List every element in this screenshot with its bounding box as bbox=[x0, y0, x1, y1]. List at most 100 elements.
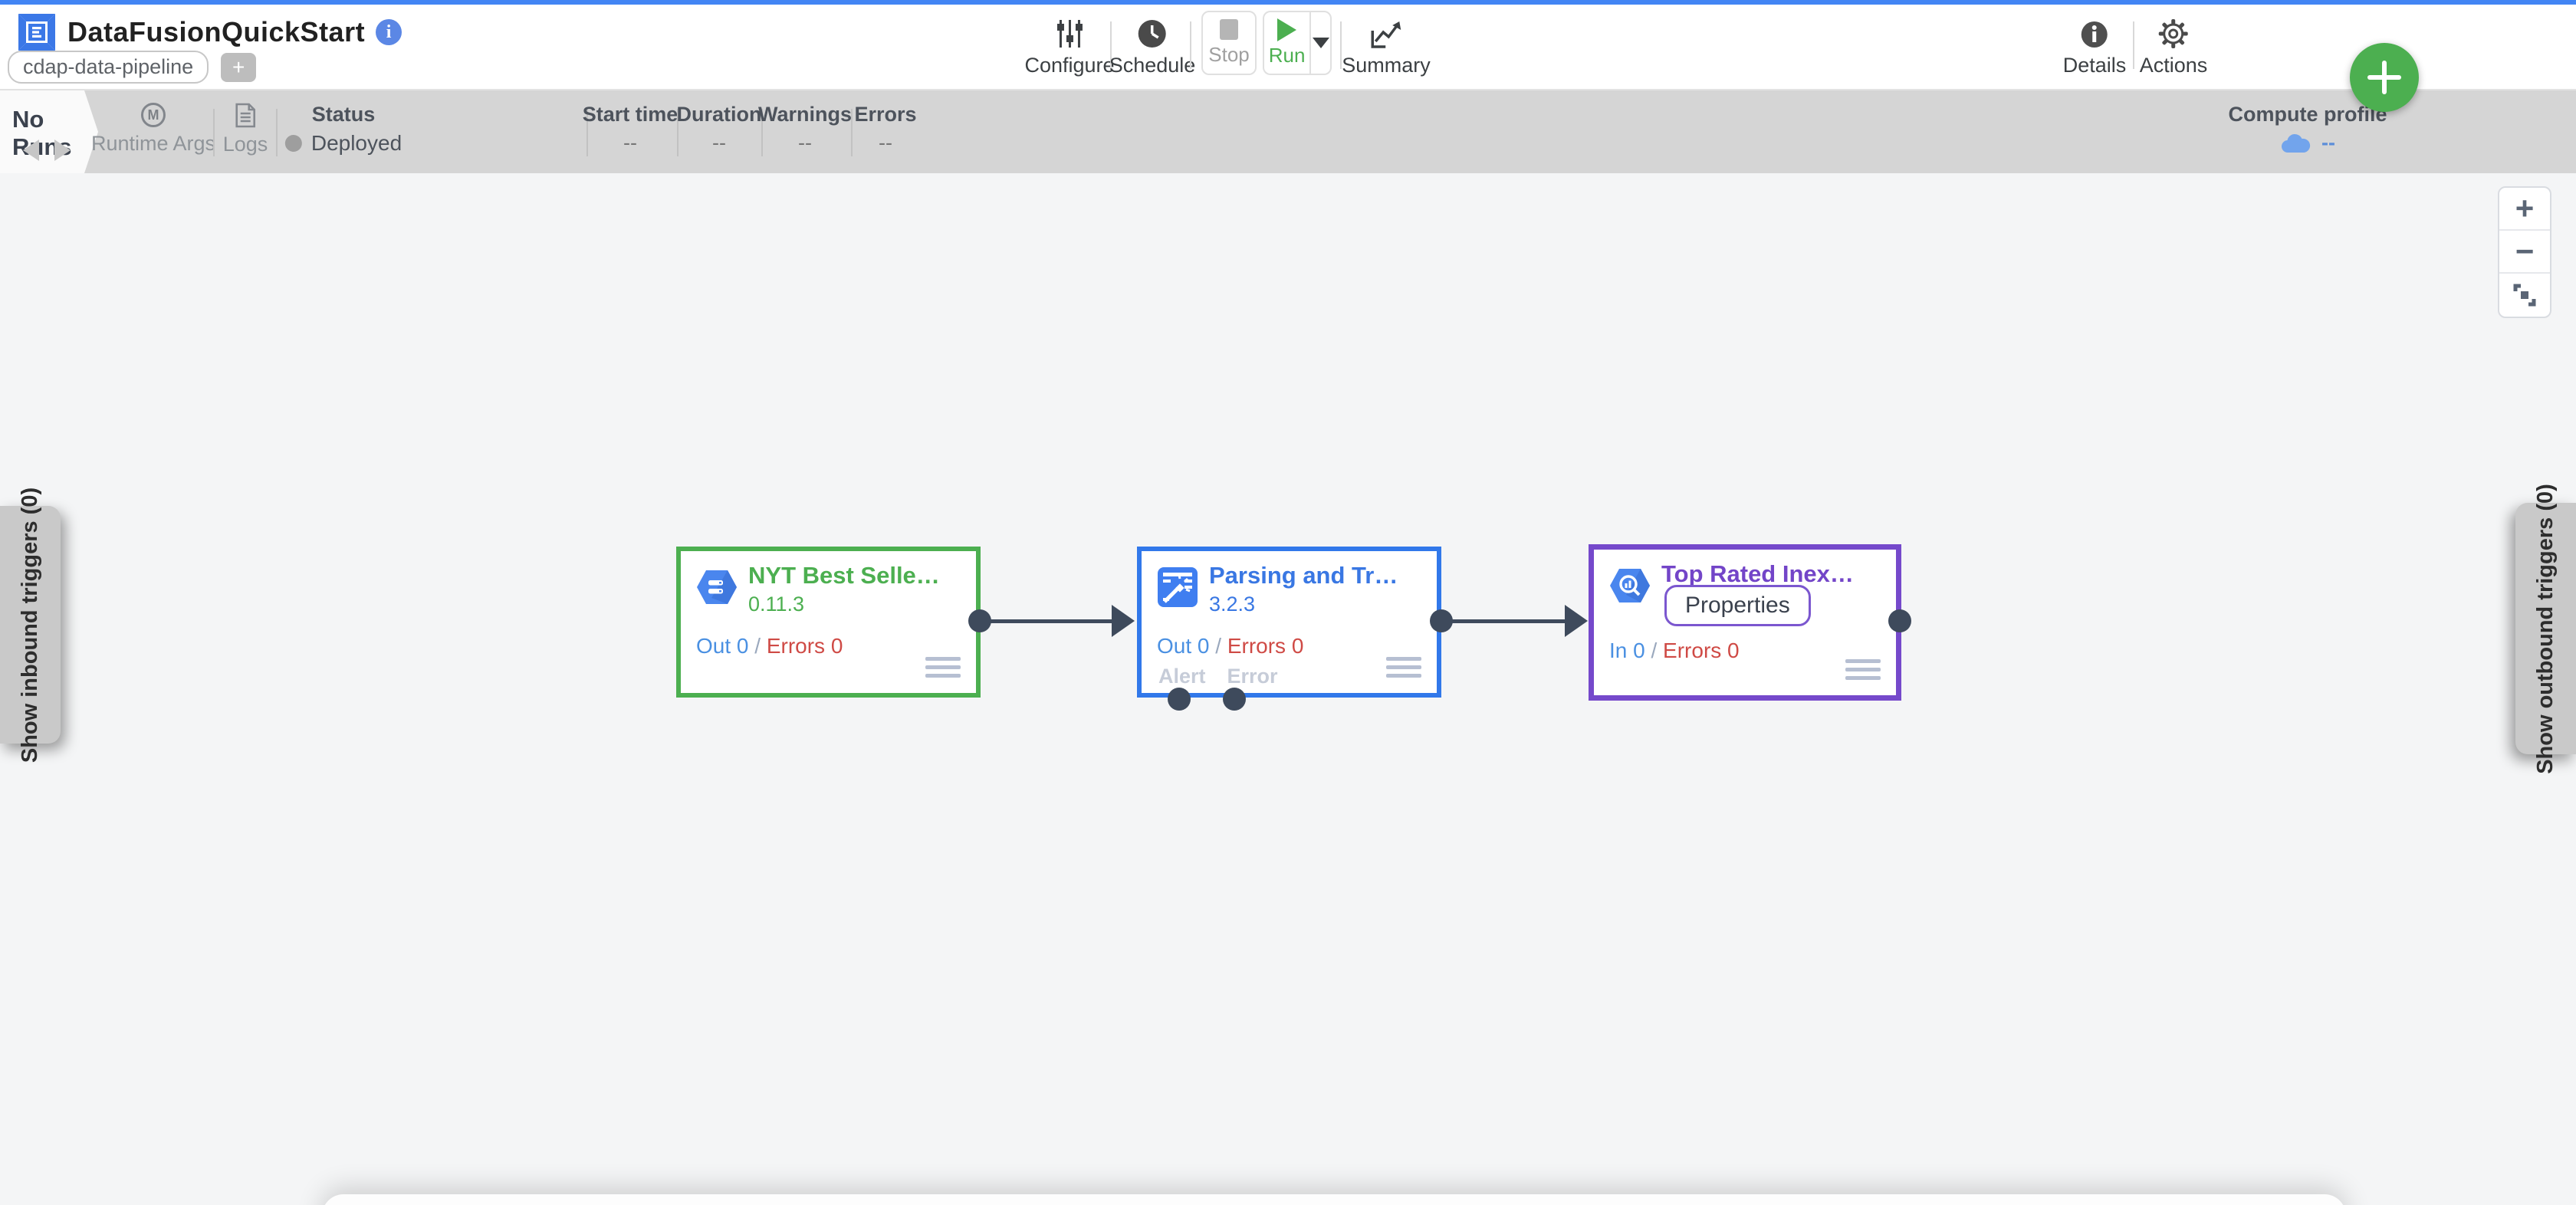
top-accent-strip bbox=[0, 0, 2576, 5]
warnings-label: Warnings bbox=[757, 103, 853, 126]
wrangler-icon bbox=[1158, 567, 1198, 607]
runsbar-divider bbox=[586, 109, 588, 156]
document-icon bbox=[235, 103, 256, 128]
pipeline-canvas[interactable]: + − Show inbound triggers (0) Show outbo… bbox=[0, 173, 2576, 1205]
clock-icon bbox=[1137, 17, 1168, 49]
stop-button[interactable]: Stop bbox=[1201, 11, 1257, 75]
schedule-button[interactable]: Schedule bbox=[1109, 17, 1196, 77]
pipeline-studio-logo-icon bbox=[18, 14, 55, 51]
logs-button[interactable]: Logs bbox=[223, 103, 268, 156]
info-filled-icon bbox=[2080, 17, 2109, 49]
compute-profile-block[interactable]: Compute profile -- bbox=[2229, 103, 2387, 155]
node-metrics[interactable]: Out 0 / Errors 0 bbox=[1157, 634, 1304, 658]
bigquery-hexagon-icon bbox=[1610, 569, 1650, 602]
compute-profile-label: Compute profile bbox=[2228, 103, 2387, 126]
outbound-triggers-tab[interactable]: Show outbound triggers (0) bbox=[2515, 484, 2576, 773]
status-label: Status bbox=[311, 103, 376, 126]
summary-label: Summary bbox=[1342, 54, 1431, 77]
warnings-block: Warnings -- bbox=[758, 103, 852, 155]
node-source-output-port[interactable] bbox=[968, 609, 991, 632]
node-sink-output-port[interactable] bbox=[1888, 609, 1911, 632]
node-port-labels: Alert Error bbox=[1158, 665, 1278, 688]
stop-icon bbox=[1220, 19, 1238, 40]
toolbar-divider bbox=[1340, 21, 1342, 69]
run-button[interactable]: Run bbox=[1264, 12, 1309, 74]
actions-button[interactable]: Actions bbox=[2139, 17, 2208, 77]
run-button-group: Run bbox=[1263, 11, 1332, 75]
node-source[interactable]: NYT Best Selle… 0.11.3 Out 0 / Errors 0 bbox=[676, 547, 981, 698]
inbound-triggers-tab[interactable]: Show inbound triggers (0) bbox=[0, 487, 61, 763]
start-time-value: -- bbox=[623, 131, 637, 154]
summary-button[interactable]: Summary bbox=[1342, 17, 1431, 77]
runsbar-divider bbox=[677, 109, 678, 156]
add-entity-fab-button[interactable] bbox=[2350, 43, 2419, 112]
errors-value: -- bbox=[879, 131, 892, 154]
previous-run-arrow-icon[interactable] bbox=[23, 140, 39, 161]
alert-port-label: Alert bbox=[1158, 665, 1206, 688]
node-menu-icon[interactable] bbox=[925, 657, 961, 678]
node-errors-count[interactable]: Errors 0 bbox=[766, 634, 843, 658]
add-tag-button[interactable]: + bbox=[221, 52, 257, 82]
runsbar-divider bbox=[276, 109, 278, 156]
node-title: Top Rated Inex… bbox=[1661, 560, 1854, 587]
zoom-in-button[interactable]: + bbox=[2499, 188, 2550, 231]
toolbar-divider bbox=[1110, 21, 1112, 69]
node-errors-count[interactable]: Errors 0 bbox=[1663, 639, 1740, 662]
canvas-zoom-controls: + − bbox=[2498, 186, 2551, 318]
details-button[interactable]: Details bbox=[2062, 17, 2127, 77]
node-version: 0.11.3 bbox=[748, 593, 805, 616]
node-errors-count[interactable]: Errors 0 bbox=[1227, 634, 1304, 658]
start-time-label: Start time bbox=[582, 103, 678, 126]
fit-to-screen-button[interactable] bbox=[2499, 274, 2550, 317]
details-label: Details bbox=[2062, 54, 2127, 77]
stop-label: Stop bbox=[1208, 43, 1250, 66]
actions-label: Actions bbox=[2139, 54, 2208, 77]
edge-arrowhead-icon bbox=[1565, 605, 1588, 637]
bottom-panel-edge bbox=[322, 1194, 2346, 1205]
no-runs-tab: No Runs bbox=[0, 90, 98, 173]
node-transform-error-port[interactable] bbox=[1223, 688, 1246, 711]
fit-to-screen-icon bbox=[2513, 284, 2536, 307]
node-properties-button[interactable]: Properties bbox=[1664, 585, 1811, 626]
node-menu-icon[interactable] bbox=[1386, 657, 1421, 678]
node-version: 3.2.3 bbox=[1209, 593, 1256, 616]
errors-block: Errors -- bbox=[854, 103, 916, 155]
node-transform[interactable]: Parsing and Tr… 3.2.3 Out 0 / Errors 0 A… bbox=[1137, 547, 1441, 698]
status-value: Deployed bbox=[310, 131, 402, 155]
status-block: Status Deployed bbox=[284, 103, 402, 156]
next-run-arrow-icon[interactable] bbox=[54, 140, 71, 161]
pipeline-info-icon[interactable]: i bbox=[376, 19, 402, 45]
chevron-down-icon bbox=[1312, 38, 1329, 48]
run-options-dropdown[interactable] bbox=[1309, 12, 1330, 74]
node-out-count[interactable]: Out 0 bbox=[696, 634, 749, 658]
top-toolbar: DataFusionQuickStart i cdap-data-pipelin… bbox=[0, 0, 2576, 90]
node-metrics[interactable]: Out 0 / Errors 0 bbox=[696, 634, 843, 658]
node-metrics[interactable]: In 0 / Errors 0 bbox=[1609, 639, 1740, 662]
runtime-args-button[interactable]: M Runtime Args bbox=[91, 103, 215, 156]
macro-m-icon: M bbox=[140, 103, 166, 127]
configure-button[interactable]: Configure bbox=[1024, 17, 1115, 77]
node-transform-output-port[interactable] bbox=[1430, 609, 1453, 632]
run-label: Run bbox=[1268, 44, 1306, 67]
node-transform-alert-port[interactable] bbox=[1168, 688, 1191, 711]
node-out-count[interactable]: Out 0 bbox=[1157, 634, 1210, 658]
duration-value: -- bbox=[712, 131, 726, 154]
gear-icon bbox=[2158, 17, 2189, 49]
status-dot-icon bbox=[284, 135, 302, 152]
runsbar-divider bbox=[761, 109, 763, 156]
schedule-label: Schedule bbox=[1109, 54, 1196, 77]
error-port-label: Error bbox=[1227, 665, 1278, 688]
node-in-count[interactable]: In 0 bbox=[1609, 639, 1645, 662]
chart-trend-icon bbox=[1370, 17, 1402, 49]
sliders-icon bbox=[1055, 17, 1084, 49]
configure-label: Configure bbox=[1024, 54, 1115, 77]
outbound-triggers-label: Show outbound triggers (0) bbox=[2533, 483, 2558, 774]
node-title: NYT Best Selle… bbox=[748, 562, 940, 589]
runsbar-divider bbox=[851, 109, 853, 156]
node-menu-icon[interactable] bbox=[1845, 659, 1881, 680]
toolbar-divider bbox=[2133, 21, 2134, 69]
duration-label: Duration bbox=[676, 103, 762, 126]
pipeline-title: DataFusionQuickStart bbox=[67, 16, 366, 48]
zoom-out-button[interactable]: − bbox=[2499, 231, 2550, 274]
node-sink[interactable]: Top Rated Inex… Properties In 0 / Errors… bbox=[1589, 544, 1901, 701]
